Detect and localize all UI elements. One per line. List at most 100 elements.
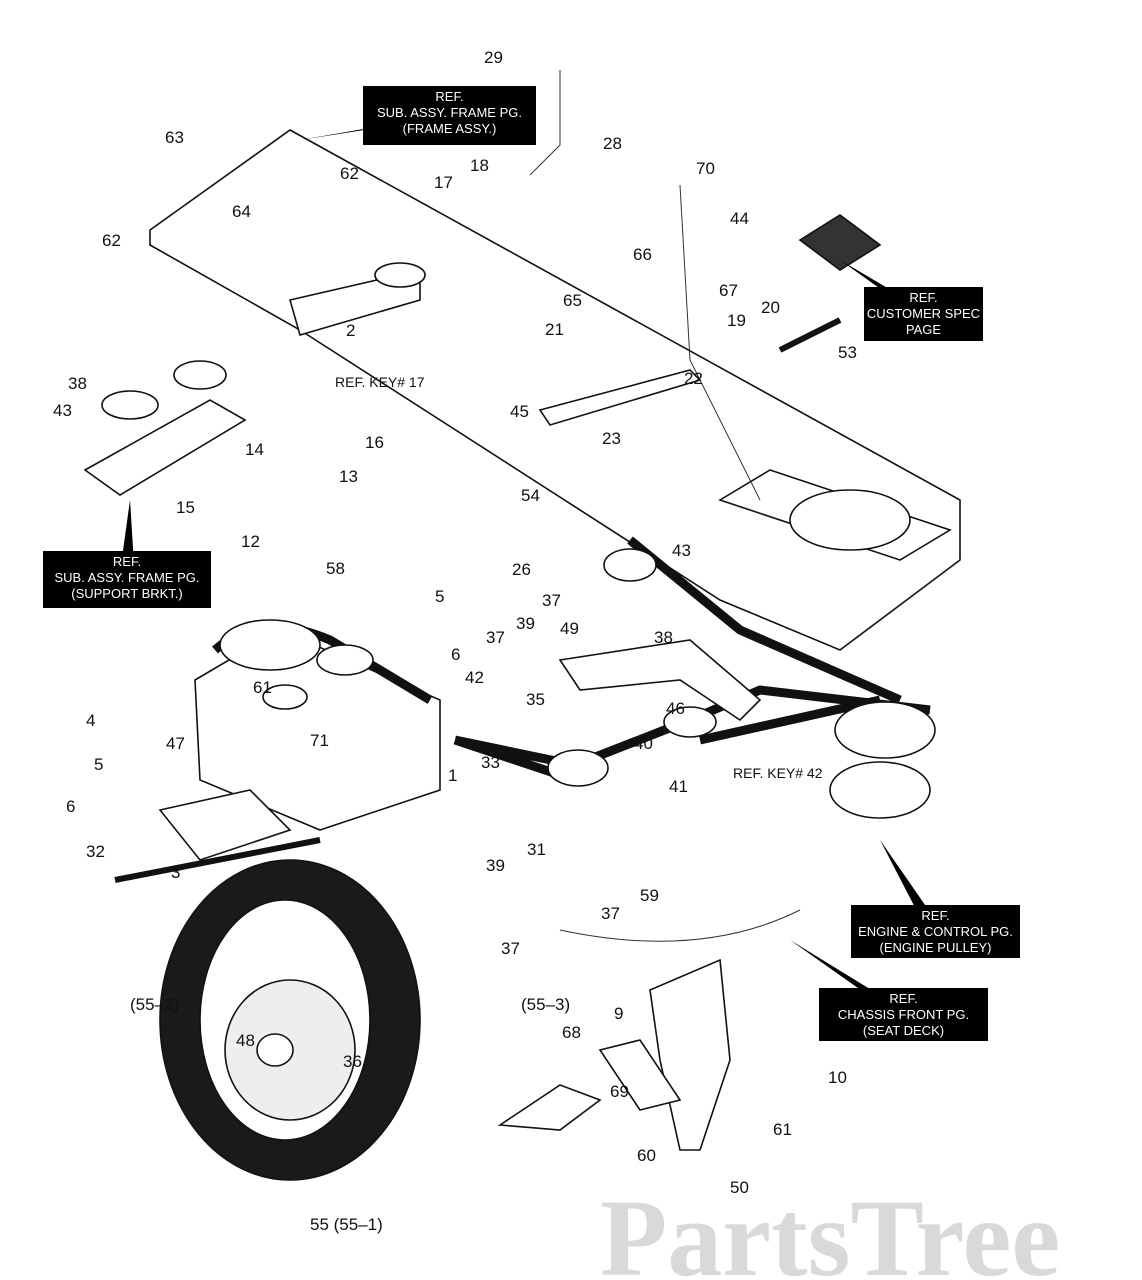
callout-42: 42 — [465, 668, 484, 687]
callout-31: 31 — [527, 840, 546, 859]
callout-26: 26 — [512, 560, 531, 579]
callout-55551: 55 (55–1) — [310, 1215, 383, 1234]
ref-box-line: (SEAT DECK) — [863, 1023, 944, 1038]
callout-65: 65 — [563, 291, 582, 310]
callout-552: (55–2) — [130, 995, 179, 1014]
callout-1: 1 — [448, 766, 457, 785]
callout-43: 43 — [53, 401, 72, 420]
callout-2: 2 — [346, 321, 355, 340]
ref-box-line: REF. — [113, 554, 141, 569]
ref-box-line: SUB. ASSY. FRAME PG. — [55, 570, 200, 585]
callout-53: 53 — [838, 343, 857, 362]
callout-63: 63 — [165, 128, 184, 147]
ref-box-line: CUSTOMER SPEC — [867, 306, 980, 321]
ref-box: REF.SUB. ASSY. FRAME PG.(SUPPORT BRKT.) — [43, 500, 211, 608]
callout-71: 71 — [310, 731, 329, 750]
callout-16: 16 — [365, 433, 384, 452]
ref-box: REF.CHASSIS FRONT PG.(SEAT DECK) — [790, 940, 988, 1041]
rear-wheel — [159, 859, 421, 1181]
callout-61: 61 — [773, 1120, 792, 1139]
callout-6: 6 — [66, 797, 75, 816]
ref-box-line: SUB. ASSY. FRAME PG. — [377, 105, 522, 120]
callout-17: 17 — [434, 173, 453, 192]
watermark: PartsTree — [600, 1177, 1060, 1280]
support-bracket — [83, 360, 247, 496]
callout-64: 64 — [232, 202, 251, 221]
callout-41: 41 — [669, 777, 688, 796]
callout-15: 15 — [176, 498, 195, 517]
callout-12: 12 — [241, 532, 260, 551]
callout-10: 10 — [828, 1068, 847, 1087]
callout-70: 70 — [696, 159, 715, 178]
reference-boxes: REF.SUB. ASSY. FRAME PG.(FRAME ASSY.)REF… — [43, 86, 1020, 1041]
callout-13: 13 — [339, 467, 358, 486]
callout-49: 49 — [560, 619, 579, 638]
callout-39: 39 — [516, 614, 535, 633]
callout-4: 4 — [86, 711, 95, 730]
callout-14: 14 — [245, 440, 264, 459]
reference-key-labels: REF. KEY# 17 REF. KEY# 42 — [335, 374, 823, 781]
ref-key-label: REF. KEY# 42 — [733, 765, 823, 781]
callout-58: 58 — [326, 559, 345, 578]
drive-belt — [453, 536, 936, 819]
ref-box-line: CHASSIS FRONT PG. — [838, 1007, 969, 1022]
ref-box-line: REF. — [921, 908, 949, 923]
callout-33: 33 — [481, 753, 500, 772]
ref-box-line: ENGINE & CONTROL PG. — [858, 924, 1013, 939]
callout-29: 29 — [484, 48, 503, 67]
shift-linkage — [497, 639, 801, 1151]
callout-68: 68 — [562, 1023, 581, 1042]
ref-box-line: REF. — [909, 290, 937, 305]
callout-60: 60 — [637, 1146, 656, 1165]
callout-43: 43 — [672, 541, 691, 560]
callout-47: 47 — [166, 734, 185, 753]
callout-62: 62 — [340, 164, 359, 183]
callout-21: 21 — [545, 320, 564, 339]
callout-5: 5 — [94, 755, 103, 774]
callout-61: 61 — [253, 678, 272, 697]
callout-6: 6 — [451, 645, 460, 664]
ref-box-line: REF. — [889, 991, 917, 1006]
callout-45: 45 — [510, 402, 529, 421]
callout-32: 32 — [86, 842, 105, 861]
callout-36: 36 — [343, 1052, 362, 1071]
ref-box: REF.SUB. ASSY. FRAME PG.(FRAME ASSY.) — [300, 86, 536, 145]
callout-18: 18 — [470, 156, 489, 175]
ref-box-line: REF. — [435, 89, 463, 104]
callout-66: 66 — [633, 245, 652, 264]
ref-box-line: (FRAME ASSY.) — [403, 121, 497, 136]
callout-37: 37 — [601, 904, 620, 923]
callout-19: 19 — [727, 311, 746, 330]
callout-50: 50 — [730, 1178, 749, 1197]
callout-46: 46 — [666, 699, 685, 718]
callout-38: 38 — [654, 628, 673, 647]
callout-59: 59 — [640, 886, 659, 905]
callout-44: 44 — [730, 209, 749, 228]
ref-box-line: (ENGINE PULLEY) — [880, 940, 992, 955]
ref-box-line: (SUPPORT BRKT.) — [71, 586, 182, 601]
callout-54: 54 — [521, 486, 540, 505]
callout-28: 28 — [603, 134, 622, 153]
callout-37: 37 — [486, 628, 505, 647]
callout-37: 37 — [501, 939, 520, 958]
callout-553: (55–3) — [521, 995, 570, 1014]
callout-62: 62 — [102, 231, 121, 250]
callout-20: 20 — [761, 298, 780, 317]
frame-assembly — [149, 70, 961, 651]
callout-40: 40 — [634, 734, 653, 753]
ref-key-label: REF. KEY# 17 — [335, 374, 425, 390]
callout-67: 67 — [719, 281, 738, 300]
transaxle — [114, 619, 441, 883]
callout-35: 35 — [526, 690, 545, 709]
callout-5: 5 — [435, 587, 444, 606]
ref-box: REF.ENGINE & CONTROL PG.(ENGINE PULLEY) — [851, 840, 1020, 958]
callout-23: 23 — [602, 429, 621, 448]
callout-69: 69 — [610, 1082, 629, 1101]
callout-22: 22 — [684, 369, 703, 388]
callout-3: 3 — [171, 863, 180, 882]
callout-39: 39 — [486, 856, 505, 875]
callout-38: 38 — [68, 374, 87, 393]
